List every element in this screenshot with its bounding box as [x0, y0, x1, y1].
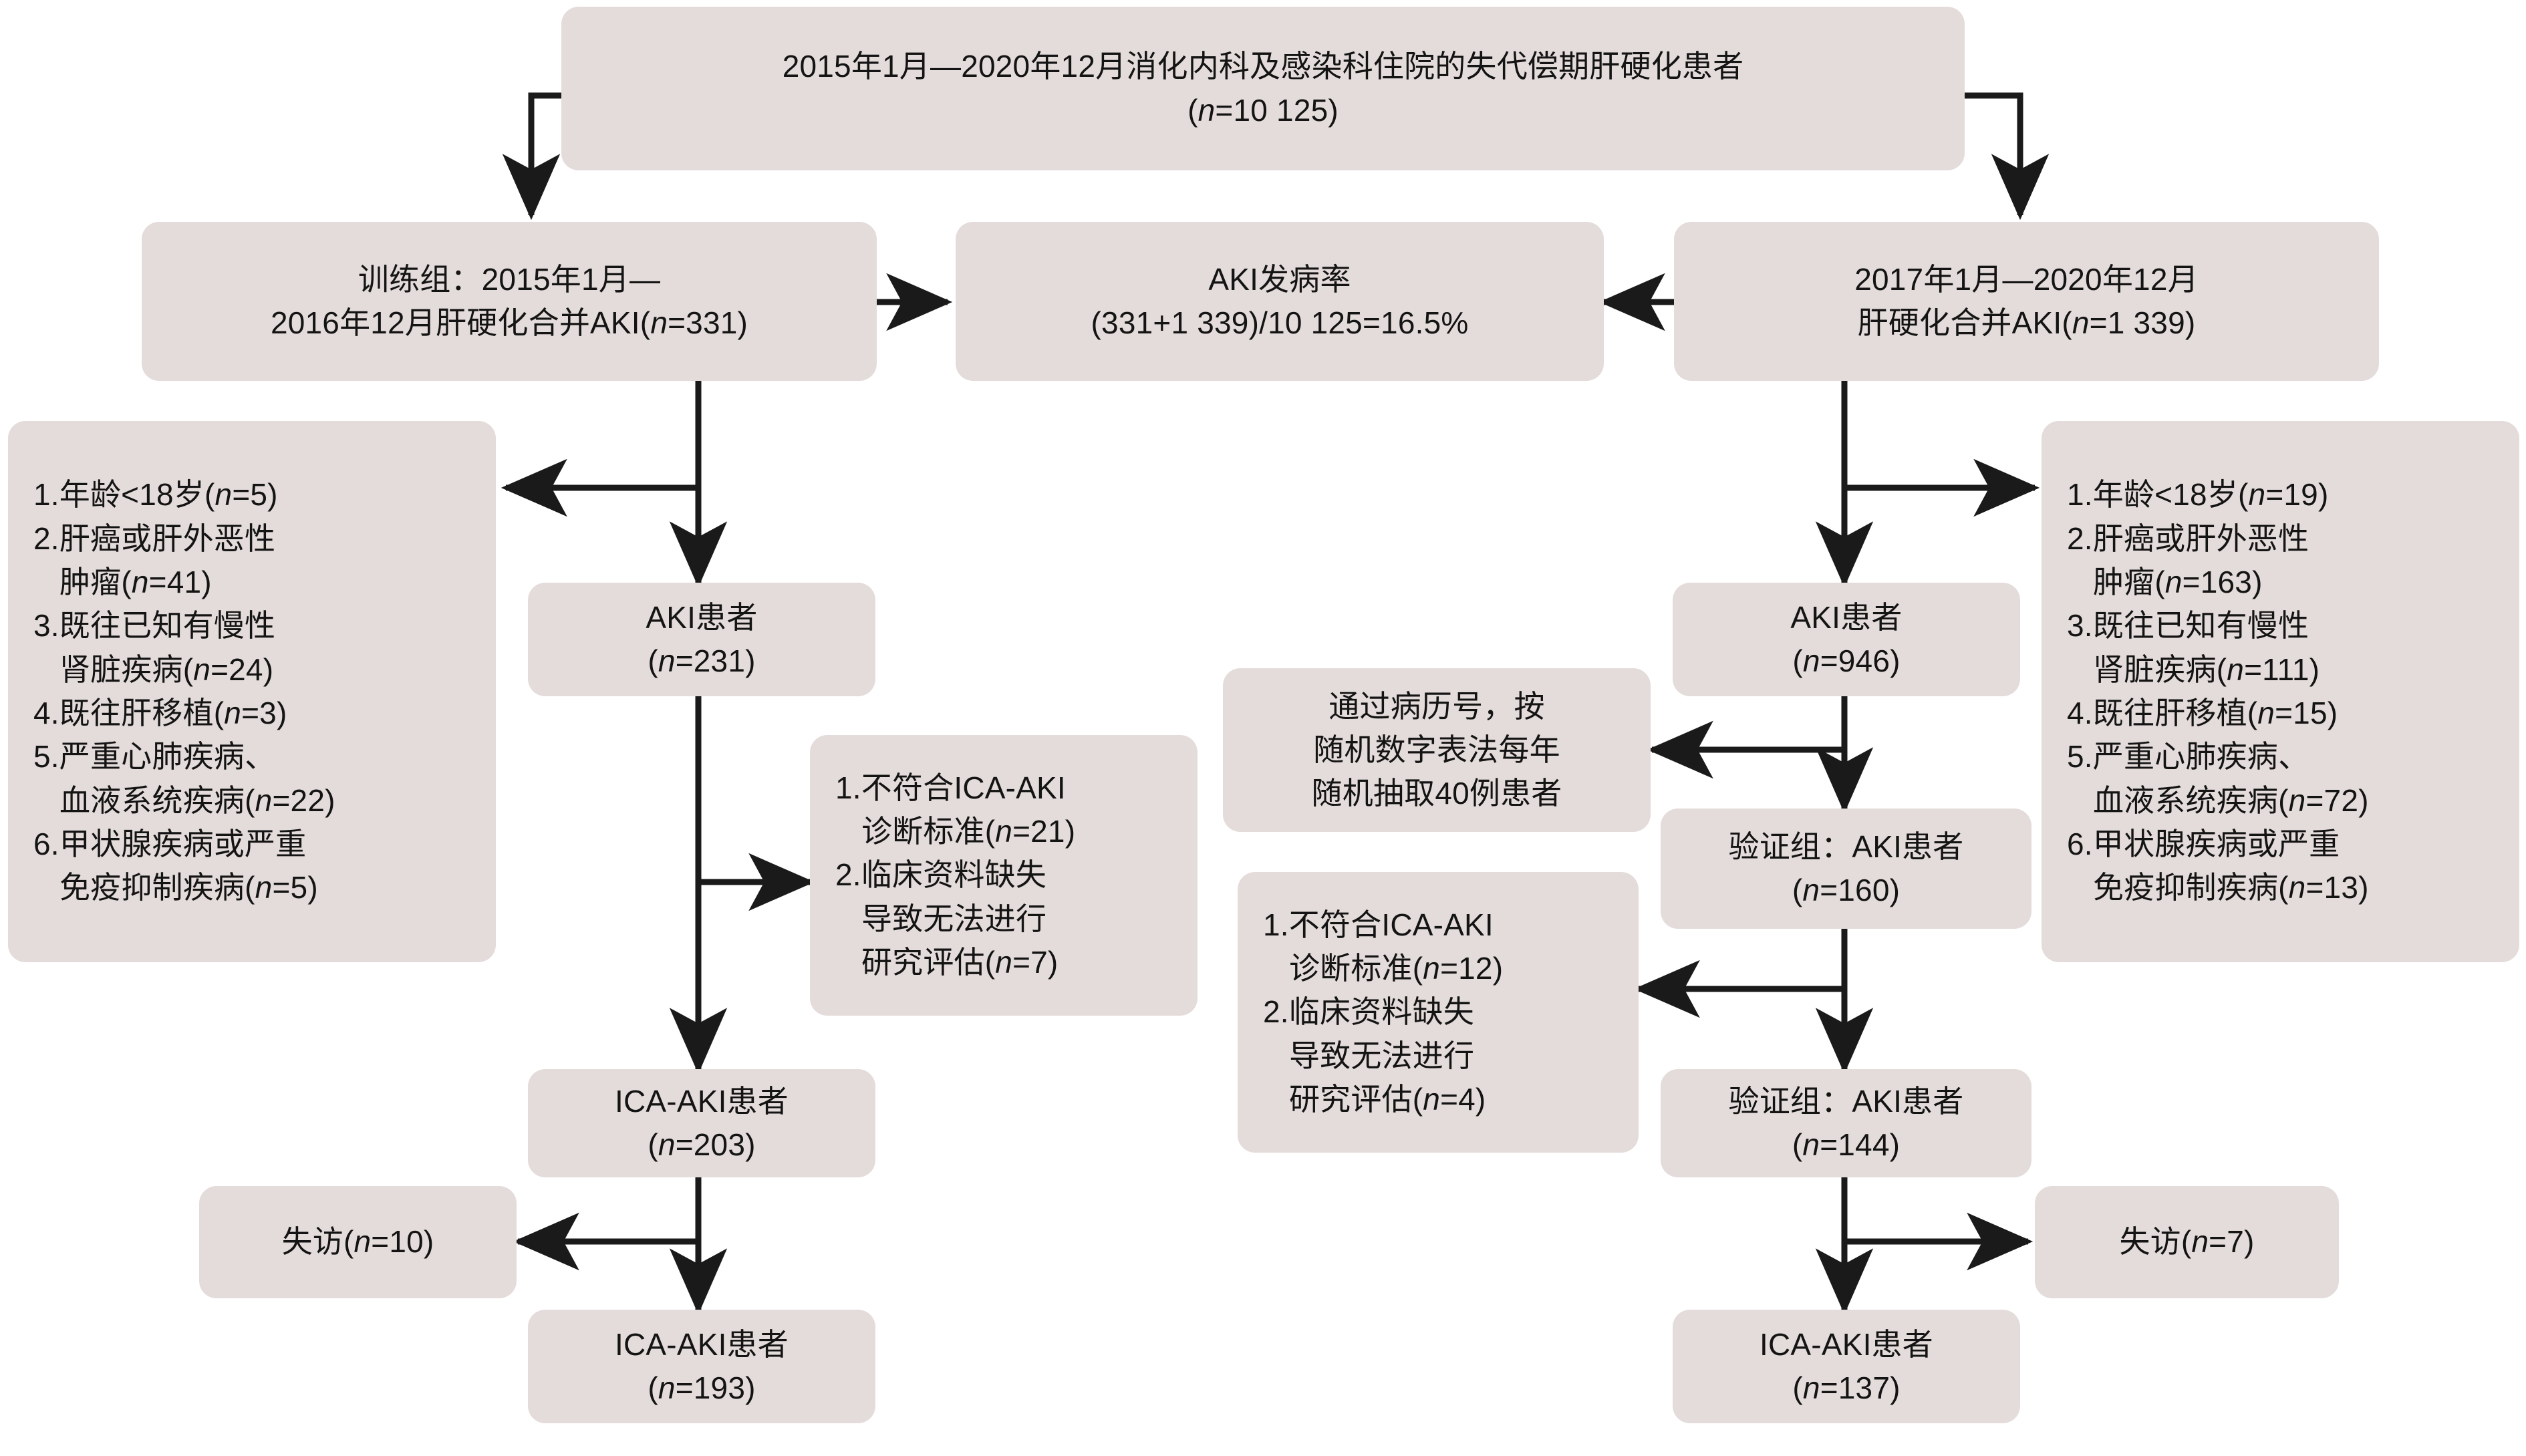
training-group-line2: 2016年12月肝硬化合并AKI(n=331): [270, 305, 748, 340]
lost-followup-left-line1: 失访(n=10): [281, 1224, 434, 1260]
aki-patients-validation-box[interactable]: AKI患者 (n=946): [1673, 583, 2020, 696]
exclusion-left-line-4: 3.既往已知有慢性: [33, 608, 276, 643]
ica-193-line1: ICA-AKI患者: [615, 1326, 789, 1362]
exclusion-left-line-5: 肾脏疾病(n=24): [33, 651, 274, 687]
source-cohort-box[interactable]: 2015年1月—2020年12月消化内科及感染科住院的失代偿期肝硬化患者 (n=…: [561, 7, 1965, 170]
exclusion-left-line-9: 6.甲状腺疾病或严重: [33, 826, 307, 861]
aki-231-line1: AKI患者: [646, 599, 758, 635]
ica-aki-137-box[interactable]: ICA-AKI患者 (n=137): [1673, 1310, 2020, 1423]
exclusion-right-line-3: 肿瘤(n=163): [2067, 565, 2263, 600]
aki-946-line1: AKI患者: [1790, 599, 1903, 635]
ica-excl-right-line-2: 诊断标准(n=12): [1263, 951, 1504, 986]
validation-160-line1: 验证组：AKI患者: [1728, 829, 1964, 864]
ica-203-line2: (n=203): [648, 1127, 756, 1162]
aki-231-line2: (n=231): [648, 643, 756, 678]
validation-144-line1: 验证组：AKI患者: [1728, 1083, 1964, 1119]
exclusion-criteria-training-box[interactable]: 1.年龄<18岁(n=5) 2.肝癌或肝外恶性 肿瘤(n=41) 3.既往已知有…: [8, 421, 496, 962]
ica-203-line1: ICA-AKI患者: [615, 1083, 789, 1119]
exclusion-left-line-1: 1.年龄<18岁(n=5): [33, 477, 278, 513]
exclusion-left-line-2: 2.肝癌或肝外恶性: [33, 521, 276, 556]
random-sampling-line1: 通过病历号，按: [1328, 688, 1545, 724]
source-cohort-line1: 2015年1月—2020年12月消化内科及感染科住院的失代偿期肝硬化患者: [782, 49, 1744, 84]
exclusion-right-line-9: 6.甲状腺疾病或严重: [2067, 826, 2340, 861]
ica-excl-right-line-5: 研究评估(n=4): [1263, 1081, 1486, 1117]
exclusion-left-line-7: 5.严重心肺疾病、: [33, 739, 276, 774]
edge-source-to-validation: [1965, 92, 2050, 221]
validation-source-line2: 肝硬化合并AKI(n=1 339): [1857, 305, 2196, 340]
source-cohort-line2: (n=10 125): [1187, 92, 1339, 128]
exclusion-left-line-10: 免疫抑制疾病(n=5): [33, 870, 318, 905]
random-sampling-note-box[interactable]: 通过病历号，按 随机数字表法每年 随机抽取40例患者: [1223, 668, 1651, 832]
ica-excl-right-line-1: 1.不符合ICA-AKI: [1263, 907, 1494, 942]
aki-incidence-line1: AKI发病率: [1208, 261, 1351, 297]
exclusion-right-line-7: 5.严重心肺疾病、: [2067, 739, 2309, 774]
exclusion-right-line-6: 4.既往肝移植(n=15): [2067, 696, 2338, 730]
random-sampling-line3: 随机抽取40例患者: [1311, 776, 1562, 811]
edge-source-to-training: [502, 92, 561, 221]
ica-137-line1: ICA-AKI患者: [1760, 1326, 1933, 1362]
training-group-line1: 训练组：2015年1月—: [358, 261, 661, 297]
exclusion-right-line-8: 血液系统疾病(n=72): [2067, 782, 2369, 818]
lost-to-followup-validation-box[interactable]: 失访(n=7): [2035, 1186, 2339, 1298]
aki-incidence-box[interactable]: AKI发病率 (331+1 339)/10 125=16.5%: [956, 222, 1604, 381]
ica-excl-right-line-3: 2.临床资料缺失: [1263, 994, 1474, 1030]
exclusion-right-line-10: 免疫抑制疾病(n=13): [2067, 870, 2369, 905]
exclusion-right-line-2: 2.肝癌或肝外恶性: [2067, 521, 2309, 556]
ica-aki-exclusions-training-box[interactable]: 1.不符合ICA-AKI 诊断标准(n=21) 2.临床资料缺失 导致无法进行 …: [810, 735, 1198, 1016]
exclusion-right-line-5: 肾脏疾病(n=111): [2067, 651, 2320, 687]
ica-excl-left-line-5: 研究评估(n=7): [835, 944, 1059, 980]
validation-144-line2: (n=144): [1792, 1127, 1901, 1162]
training-group-box[interactable]: 训练组：2015年1月— 2016年12月肝硬化合并AKI(n=331): [142, 222, 877, 381]
validation-source-box[interactable]: 2017年1月—2020年12月 肝硬化合并AKI(n=1 339): [1674, 222, 2379, 381]
ica-193-line2: (n=193): [648, 1370, 756, 1405]
ica-excl-left-line-2: 诊断标准(n=21): [835, 814, 1076, 849]
exclusion-criteria-validation-box[interactable]: 1.年龄<18岁(n=19) 2.肝癌或肝外恶性 肿瘤(n=163) 3.既往已…: [2042, 421, 2519, 962]
validation-source-line1: 2017年1月—2020年12月: [1854, 261, 2199, 297]
exclusion-left-line-3: 肿瘤(n=41): [33, 565, 212, 600]
aki-946-line2: (n=946): [1792, 643, 1901, 678]
ica-excl-left-line-4: 导致无法进行: [835, 901, 1047, 936]
validation-group-aki-144-box[interactable]: 验证组：AKI患者 (n=144): [1661, 1069, 2031, 1177]
ica-excl-left-line-1: 1.不符合ICA-AKI: [835, 770, 1066, 805]
aki-patients-training-box[interactable]: AKI患者 (n=231): [528, 583, 875, 696]
aki-incidence-line2: (331+1 339)/10 125=16.5%: [1091, 305, 1469, 340]
exclusion-left-line-6: 4.既往肝移植(n=3): [33, 696, 287, 730]
validation-group-aki-160-box[interactable]: 验证组：AKI患者 (n=160): [1661, 809, 2031, 929]
lost-to-followup-training-box[interactable]: 失访(n=10): [199, 1186, 517, 1298]
ica-137-line2: (n=137): [1792, 1370, 1901, 1405]
ica-excl-left-line-3: 2.临床资料缺失: [835, 857, 1046, 893]
random-sampling-line2: 随机数字表法每年: [1313, 732, 1560, 767]
ica-aki-exclusions-validation-box[interactable]: 1.不符合ICA-AKI 诊断标准(n=12) 2.临床资料缺失 导致无法进行 …: [1238, 872, 1639, 1153]
exclusion-right-line-4: 3.既往已知有慢性: [2067, 608, 2309, 643]
lost-followup-right-line1: 失访(n=7): [2119, 1224, 2255, 1260]
ica-aki-203-box[interactable]: ICA-AKI患者 (n=203): [528, 1069, 875, 1177]
validation-160-line2: (n=160): [1792, 873, 1901, 907]
ica-excl-right-line-4: 导致无法进行: [1263, 1038, 1475, 1073]
exclusion-right-line-1: 1.年龄<18岁(n=19): [2067, 477, 2329, 513]
ica-aki-193-box[interactable]: ICA-AKI患者 (n=193): [528, 1310, 875, 1423]
exclusion-left-line-8: 血液系统疾病(n=22): [33, 782, 335, 818]
